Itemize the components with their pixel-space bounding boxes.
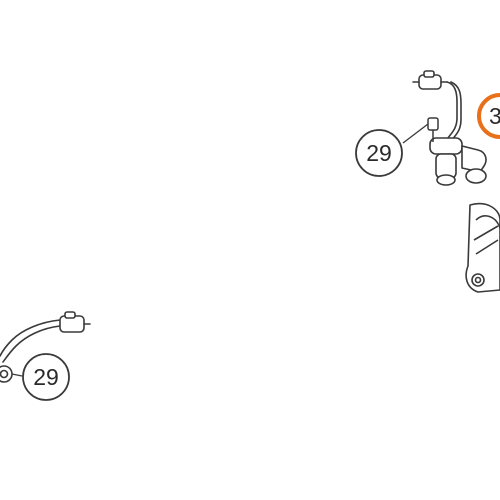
callout-label: 3 <box>489 103 500 129</box>
connector-plug-lower <box>59 311 91 333</box>
callout-label: 29 <box>33 364 59 390</box>
sensor-cable-upper <box>446 81 458 140</box>
callout-3-highlighted: 3 <box>477 93 500 139</box>
sensor-assembly-upper <box>412 70 487 186</box>
sensor-cable-lower <box>0 319 61 357</box>
callout-29-upper: 29 <box>355 129 403 177</box>
sensor-body-lower <box>0 365 13 383</box>
sensor-body-upper <box>429 137 487 186</box>
leader-line-upper <box>402 123 429 144</box>
connector-plug-upper <box>412 70 448 90</box>
mount-bracket <box>465 202 500 293</box>
callout-label: 29 <box>366 140 392 166</box>
sensor-assembly-lower <box>0 311 91 383</box>
leader-line-lower <box>11 373 23 377</box>
callout-29-lower: 29 <box>22 353 70 401</box>
